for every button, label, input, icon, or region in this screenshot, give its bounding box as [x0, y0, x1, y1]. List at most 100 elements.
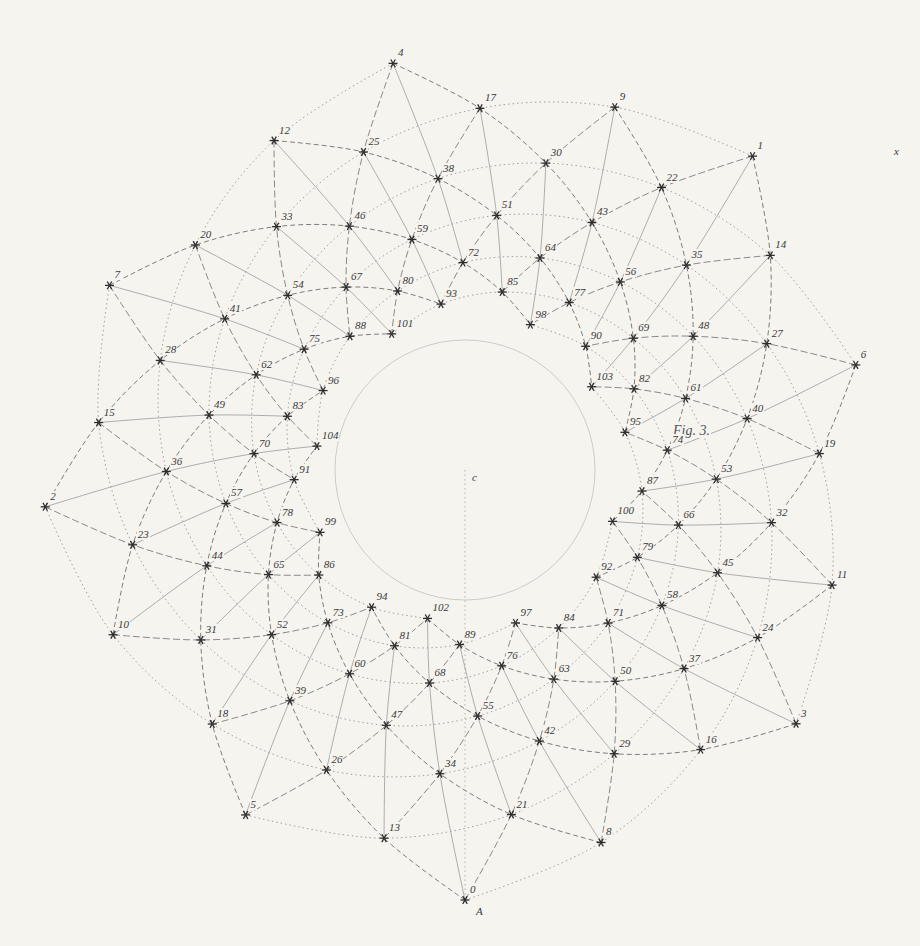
leaf-mark-stroke	[676, 521, 681, 529]
leaf-mark-stroke	[317, 571, 322, 579]
leaf-mark-stroke	[348, 332, 353, 340]
leaf-mark	[458, 259, 467, 267]
leaf-mark-stroke	[594, 573, 599, 581]
leaf-mark-stroke	[324, 766, 329, 774]
leaf-mark	[162, 468, 171, 476]
leaf-mark	[283, 291, 292, 299]
callout-number: 95	[629, 416, 642, 427]
leaf-mark-stroke	[606, 619, 611, 627]
leaf-mark-stroke	[552, 675, 557, 683]
axis-letter: x	[893, 146, 900, 157]
leaf-mark	[196, 636, 205, 644]
leaf-mark-stroke	[494, 212, 499, 220]
leaf-mark	[682, 261, 691, 269]
callout-number: 103	[596, 371, 615, 382]
leaf-mark-stroke	[794, 720, 799, 728]
parastichy-curve	[592, 387, 820, 454]
callout-number: 96	[327, 375, 340, 386]
parastichy-curve	[110, 285, 295, 479]
leaf-mark-stroke	[395, 287, 400, 295]
leaf-mark-stroke	[254, 371, 259, 379]
leaf-mark-stroke	[205, 562, 210, 570]
parastichy-curve	[276, 227, 391, 334]
callout-number: 73	[332, 607, 345, 618]
callout-number: 32	[775, 507, 788, 518]
leaf-mark-stroke	[272, 137, 277, 145]
callout-number: 10	[117, 619, 130, 630]
parastichy-curve	[393, 63, 463, 262]
leaf-mark	[753, 634, 762, 642]
leaf-mark-stroke	[410, 236, 415, 244]
leaf-mark-stroke	[292, 476, 297, 484]
leaf-mark-stroke	[347, 222, 352, 230]
callout-number: 84	[563, 612, 576, 623]
leaf-mark-stroke	[318, 528, 323, 536]
leaf-mark-stroke	[369, 603, 374, 611]
leaf-mark-stroke	[285, 291, 290, 299]
parastichy-curve	[274, 141, 398, 291]
callout-number: 27	[771, 328, 784, 339]
leaf-mark-stroke	[224, 500, 229, 508]
parastichy-curve	[625, 432, 832, 585]
leaf-mark-stroke	[528, 321, 533, 329]
leaf-mark	[767, 519, 776, 527]
leaf-mark	[696, 746, 705, 754]
leaf-mark	[475, 104, 484, 112]
leaf-mark-stroke	[698, 746, 703, 754]
leaf-mark	[657, 184, 666, 192]
leaf-mark-stroke	[463, 896, 468, 904]
parastichy-curve	[642, 454, 819, 492]
callout-number: 100	[617, 505, 636, 516]
parastichy-curve	[212, 618, 427, 724]
leaf-mark-stroke	[613, 103, 618, 111]
leaf-mark-stroke	[544, 159, 549, 167]
leaf-mark-stroke	[222, 315, 227, 323]
leaf-mark	[270, 137, 279, 145]
callout-number: 102	[431, 602, 450, 613]
leaf-mark-stroke	[589, 383, 594, 391]
leaf-mark	[526, 321, 535, 329]
leaf-mark	[511, 619, 520, 627]
callout-number: 33	[280, 211, 293, 222]
leaf-mark	[681, 395, 690, 403]
callout-number: 14	[774, 239, 787, 250]
leaf-mark-stroke	[326, 619, 331, 627]
leaf-mark-stroke	[769, 519, 774, 527]
leaf-mark	[156, 357, 165, 365]
leaf-mark-stroke	[538, 254, 543, 262]
parastichy-curve	[160, 360, 323, 390]
leaf-mark-stroke	[745, 415, 750, 423]
leaf-mark-stroke	[640, 487, 645, 495]
leaf-mark	[610, 103, 619, 111]
parastichy-curve	[637, 557, 832, 585]
callout-number: 40	[751, 403, 764, 414]
radial-line	[465, 470, 466, 900]
leaf-mark-stroke	[439, 300, 444, 308]
leaf-mark-stroke	[632, 385, 637, 393]
leaf-mark	[851, 361, 860, 369]
leaf-mark-stroke	[610, 517, 615, 525]
callout-number: 54	[292, 279, 305, 290]
callout-number: 72	[467, 247, 480, 258]
leaf-mark-stroke	[714, 475, 719, 483]
leaf-mark	[587, 383, 596, 391]
parastichy-curve	[384, 646, 394, 838]
leaf-mark-stroke	[538, 254, 543, 262]
leaf-mark	[597, 839, 606, 847]
callout-number: 91	[298, 464, 311, 475]
parastichy-curve	[287, 214, 833, 724]
leaf-mark-stroke	[612, 750, 617, 758]
callout-number: 15	[103, 407, 116, 418]
leaf-mark	[208, 720, 217, 728]
leaf-mark-stroke	[461, 259, 466, 267]
leaf-mark-stroke	[317, 571, 322, 579]
callout-number: 7	[114, 269, 122, 280]
leaf-mark-stroke	[509, 811, 513, 819]
leaf-mark	[387, 330, 396, 338]
parastichy-curve	[195, 245, 350, 336]
callout-number: 89	[464, 629, 477, 640]
callout-number: 5	[250, 799, 258, 810]
parastichy-curve	[201, 532, 320, 640]
callout-number: 45	[722, 557, 735, 568]
